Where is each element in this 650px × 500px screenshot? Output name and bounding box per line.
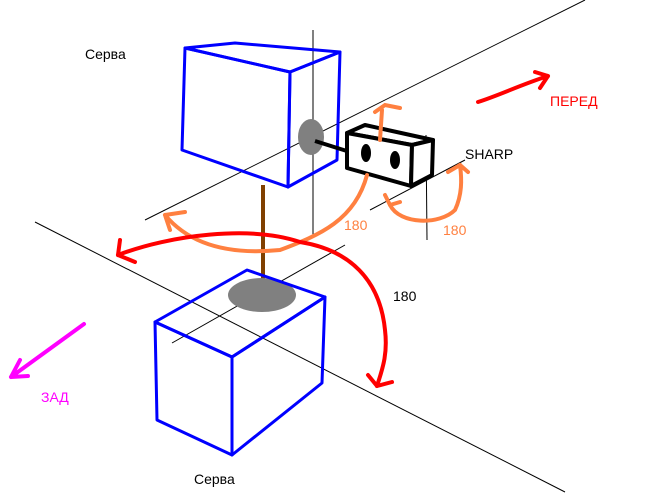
servo-top-label: Серва: [85, 46, 126, 62]
servo-bottom-label: Серва: [194, 471, 235, 487]
angle-sensor-tilt-label: 180: [443, 222, 467, 238]
sensor-mount-shaft: [314, 139, 351, 154]
back-label: ЗАД: [41, 389, 69, 405]
servo-top-cube: [180, 41, 342, 189]
angle-sensor-pan-label: 180: [344, 217, 368, 233]
sensor-label: SHARP: [465, 146, 514, 162]
servo-bottom-cube: [153, 268, 327, 457]
servo-top-hub: [298, 119, 324, 155]
axis-line-lower: [34, 221, 566, 493]
base-rotation-arrow: [116, 231, 394, 388]
servo-bottom-hub: [228, 278, 296, 312]
sensor-pan-arrow: [163, 173, 369, 254]
axis-line-upper: [144, 0, 586, 221]
angle-base-label: 180: [393, 288, 417, 304]
axis-line-sensor: [369, 159, 466, 211]
sharp-sensor: [345, 123, 435, 188]
sensor-tilt-arrow: [388, 163, 464, 223]
front-label: ПЕРЕД: [550, 93, 598, 109]
front-arrow-icon: [476, 70, 550, 104]
sensor-eye-left: [361, 144, 371, 162]
sensor-eye-right: [390, 151, 400, 169]
back-arrow-icon: [9, 322, 86, 379]
